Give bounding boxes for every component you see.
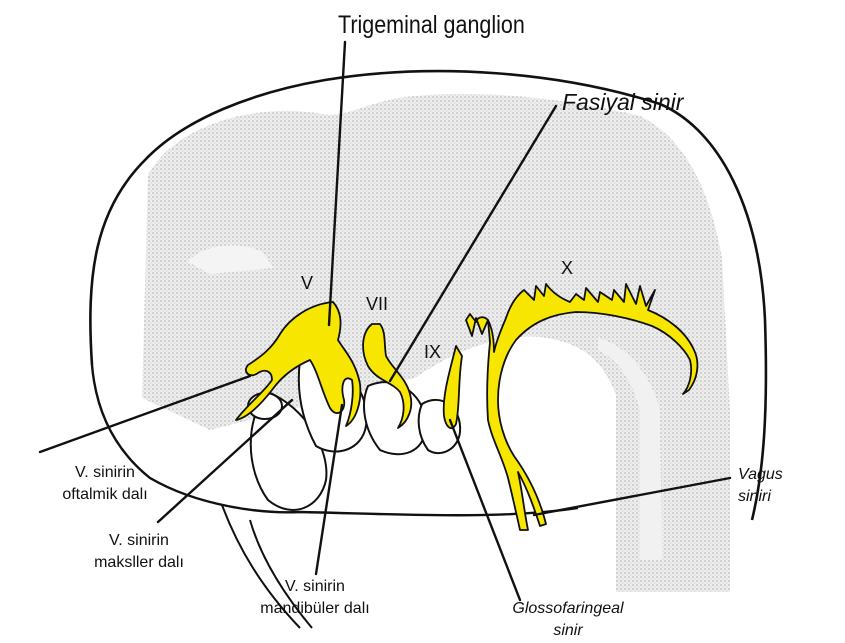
label-fasiyal-sinir: Fasiyal sinir <box>562 89 683 116</box>
label-roman-vii: VII <box>366 294 388 315</box>
label-glossofaringeal-sinir: Glossofaringeal sinir <box>488 598 648 642</box>
label-roman-x: X <box>561 258 573 279</box>
label-oftalmik-line2: oftalmik dalı <box>40 484 170 506</box>
label-vagus-siniri: Vagus siniri <box>738 464 783 508</box>
label-vagus-line2: siniri <box>738 486 783 508</box>
label-mandibuler-line2: mandibüler dalı <box>240 598 390 620</box>
label-maksiller-dali: V. sinirin maksller dalı <box>74 530 204 574</box>
label-vagus-line1: Vagus <box>738 464 783 486</box>
label-maksiller-line2: maksller dalı <box>74 552 204 574</box>
label-oftalmik-dali: V. sinirin oftalmik dalı <box>40 462 170 506</box>
label-maksiller-line1: V. sinirin <box>74 530 204 552</box>
label-roman-v: V <box>301 273 313 294</box>
label-oftalmik-line1: V. sinirin <box>40 462 170 484</box>
label-roman-ix: IX <box>424 342 441 363</box>
label-trigeminal-ganglion: Trigeminal ganglion <box>338 11 525 40</box>
label-glossofaringeal-line2: sinir <box>488 620 648 642</box>
label-glossofaringeal-line1: Glossofaringeal <box>488 598 648 620</box>
label-mandibuler-line1: V. sinirin <box>240 576 390 598</box>
label-mandibuler-dali: V. sinirin mandibüler dalı <box>240 576 390 620</box>
